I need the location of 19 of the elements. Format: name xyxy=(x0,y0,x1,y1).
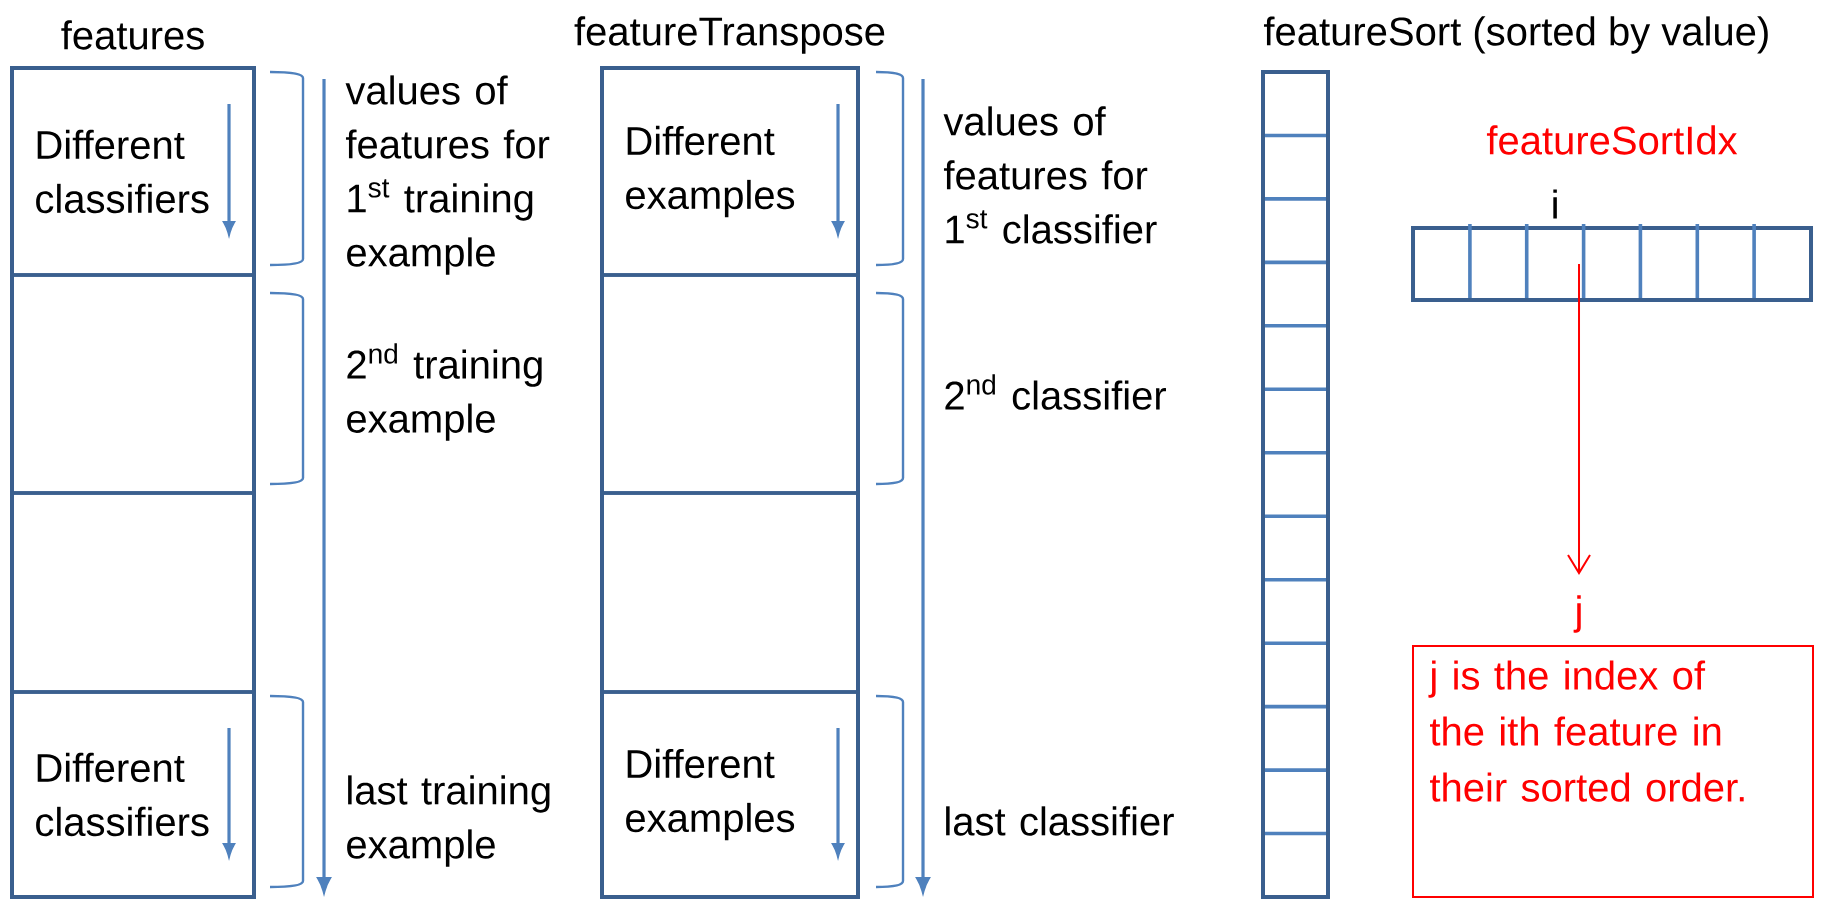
node-label: featureSortIdx xyxy=(1486,125,1738,155)
bracket-label: 2$^{nd}$ classifier xyxy=(945,374,1166,410)
note-box: j is the index of the ith feature in their sorted order. xyxy=(1412,645,1814,898)
arrow xyxy=(1567,263,1591,575)
array-cell: Different classifiers xyxy=(10,690,256,899)
node-label: featureTranspose xyxy=(574,16,885,54)
bracket-label: last classifier xyxy=(946,806,1174,836)
array-cell: Different classifiers xyxy=(10,66,256,277)
node-label: featureSort (sorted by value) xyxy=(1263,16,1768,54)
bracket-label: 2$^{nd}$ training example xyxy=(347,343,542,441)
index-label: j xyxy=(1573,595,1581,633)
node-label: i xyxy=(1553,189,1557,219)
array-cell: Different examples xyxy=(600,690,860,899)
bracket-label: values of features for 1$^{st}$ classifier xyxy=(943,106,1157,244)
node-label: features xyxy=(61,20,204,50)
bracket-label: last training example xyxy=(347,775,550,867)
index-array: featureSortIdx i xyxy=(1411,125,1813,302)
array-cell: Different examples xyxy=(600,66,860,277)
bracket-label: values of features for 1$^{st}$ training example xyxy=(345,75,550,275)
